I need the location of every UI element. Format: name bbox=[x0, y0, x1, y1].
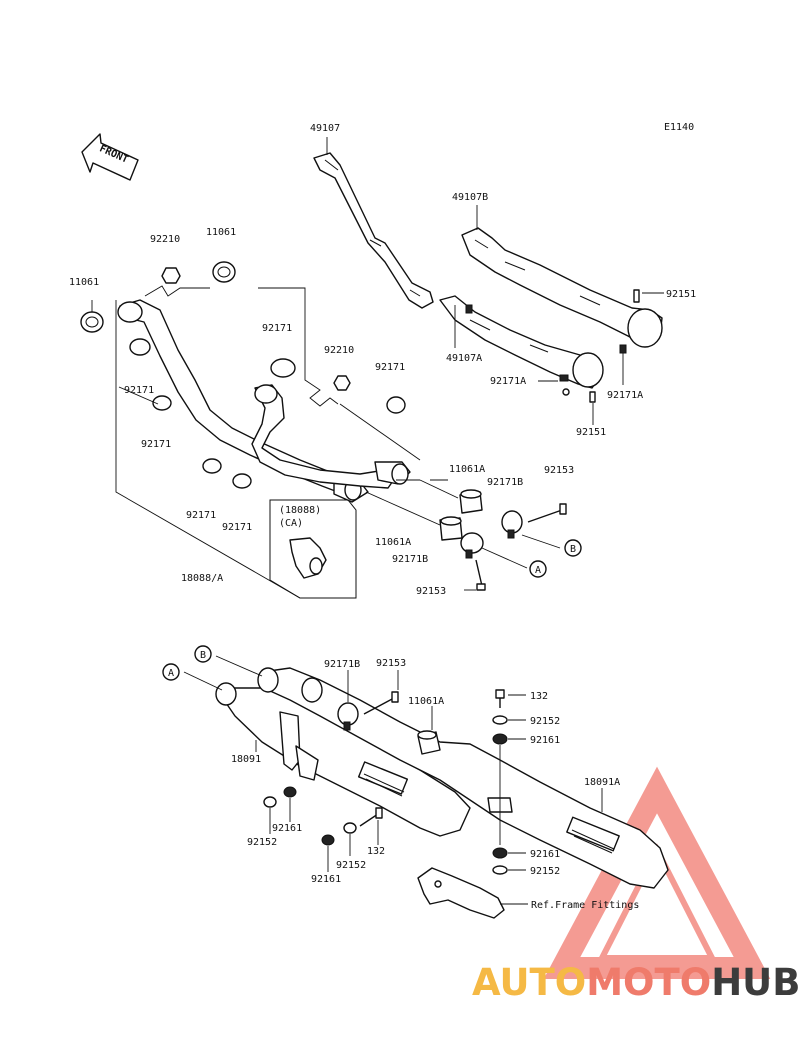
connector-11061a-lower bbox=[439, 516, 463, 541]
label-92152-4: 92152 bbox=[530, 866, 560, 877]
label-92210-mid: 92210 bbox=[324, 345, 354, 356]
marker-b-upper-text: B bbox=[570, 544, 576, 555]
label-18088a: 18088/A bbox=[181, 573, 223, 584]
label-92171-6: 92171 bbox=[222, 522, 252, 533]
label-18091a: 18091A bbox=[584, 777, 620, 788]
cover-49107 bbox=[313, 152, 434, 309]
label-49107b: 49107B bbox=[452, 192, 488, 203]
label-11061a-1: 11061A bbox=[449, 464, 485, 475]
marker-a-lower-text: A bbox=[168, 668, 174, 679]
label-92153-3: 92153 bbox=[376, 658, 406, 669]
leaders-lower bbox=[183, 655, 603, 812]
label-92161-1: 92161 bbox=[530, 735, 560, 746]
marker-a-lower: A bbox=[162, 663, 180, 681]
fasteners-left-group bbox=[263, 786, 383, 872]
label-11061a-2: 11061A bbox=[375, 537, 411, 548]
nut-92210-top bbox=[161, 267, 181, 284]
label-18088-ca-2: (CA) bbox=[279, 518, 303, 529]
inset-18088-ca bbox=[269, 499, 357, 599]
label-92153-2: 92153 bbox=[416, 586, 446, 597]
label-92151-top: 92151 bbox=[666, 289, 696, 300]
exhaust-pipe-rear bbox=[251, 384, 411, 489]
clamp-92171-6 bbox=[232, 473, 252, 489]
label-92171-2: 92171 bbox=[375, 362, 405, 373]
clamp-92171-3 bbox=[386, 396, 406, 414]
gasket-11061-top bbox=[212, 261, 236, 283]
clamp-92171b-upper bbox=[501, 510, 523, 539]
label-92161-4: 92161 bbox=[530, 849, 560, 860]
cover-49107a bbox=[439, 295, 604, 389]
connector-11061a-upper bbox=[459, 489, 483, 514]
label-92210-top: 92210 bbox=[150, 234, 180, 245]
label-92171-4: 92171 bbox=[141, 439, 171, 450]
bolt-92153-lower bbox=[475, 559, 486, 591]
label-49107a: 49107A bbox=[446, 353, 482, 364]
diagram-code: E1140 bbox=[664, 122, 694, 133]
label-11061a-3: 11061A bbox=[408, 696, 444, 707]
label-92152-1: 92152 bbox=[530, 716, 560, 727]
watermark-moto: MOTO bbox=[586, 961, 711, 1004]
label-92152-3: 92152 bbox=[336, 860, 366, 871]
label-92161-3: 92161 bbox=[311, 874, 341, 885]
clamp-92171b-muffler bbox=[337, 702, 359, 731]
label-92171b-2: 92171B bbox=[392, 554, 428, 565]
marker-a-upper-text: A bbox=[535, 565, 541, 576]
label-11061-left: 11061 bbox=[69, 277, 99, 288]
label-92171b-1: 92171B bbox=[487, 477, 523, 488]
clamp-92171-4 bbox=[152, 395, 172, 411]
label-92171a-left: 92171A bbox=[490, 376, 526, 387]
label-18088-ca-1: (18088) bbox=[279, 505, 321, 516]
cover-49107b bbox=[461, 227, 663, 348]
label-132-2: 132 bbox=[367, 846, 385, 857]
marker-b-upper: B bbox=[564, 539, 582, 557]
muffler-18091a bbox=[257, 667, 669, 889]
label-92152-2: 92152 bbox=[247, 837, 277, 848]
label-18091: 18091 bbox=[231, 754, 261, 765]
marker-b-lower-text: B bbox=[200, 650, 206, 661]
marker-b-lower: B bbox=[194, 645, 212, 663]
label-92153-1: 92153 bbox=[544, 465, 574, 476]
label-92171-5: 92171 bbox=[186, 510, 216, 521]
clamp-92171-2 bbox=[270, 358, 296, 378]
gasket-11061-left bbox=[80, 311, 104, 333]
clamp-92171-1 bbox=[129, 338, 151, 356]
watermark-hub: HUB bbox=[711, 961, 800, 1004]
label-92171a-right: 92171A bbox=[607, 390, 643, 401]
bolt-92153-muffler bbox=[363, 691, 399, 715]
clamp-92171a-left bbox=[538, 374, 570, 396]
screw-92151-bottom bbox=[589, 391, 596, 425]
watermark-triangle bbox=[543, 766, 771, 979]
watermark-auto: AUTO bbox=[472, 961, 586, 1004]
nut-92210-mid bbox=[333, 375, 351, 391]
clamp-92171-5 bbox=[202, 458, 222, 474]
connector-11061a-lower-muffler bbox=[417, 730, 441, 755]
label-92151-bottom: 92151 bbox=[576, 427, 606, 438]
fasteners-right-stack bbox=[492, 689, 526, 875]
screw-92151-top bbox=[633, 289, 664, 303]
label-ref-frame-fittings: Ref.Frame Fittings bbox=[531, 900, 639, 911]
bolt-92153-upper bbox=[527, 503, 567, 523]
frame-fitting-bracket bbox=[417, 867, 528, 919]
clamp-92171a-right bbox=[619, 344, 627, 385]
label-92171b-3: 92171B bbox=[324, 659, 360, 670]
clamp-92171b-lower bbox=[460, 532, 484, 559]
label-92161-2: 92161 bbox=[272, 823, 302, 834]
front-arrow-icon: FRONT bbox=[81, 133, 139, 181]
leaders-upper bbox=[91, 137, 561, 591]
label-132-1: 132 bbox=[530, 691, 548, 702]
label-92171-3: 92171 bbox=[124, 385, 154, 396]
label-11061-top: 11061 bbox=[206, 227, 236, 238]
marker-a-upper: A bbox=[529, 560, 547, 578]
label-92171-1: 92171 bbox=[262, 323, 292, 334]
watermark-logo: AUTOMOTOHUB bbox=[472, 961, 800, 1004]
label-49107: 49107 bbox=[310, 123, 340, 134]
